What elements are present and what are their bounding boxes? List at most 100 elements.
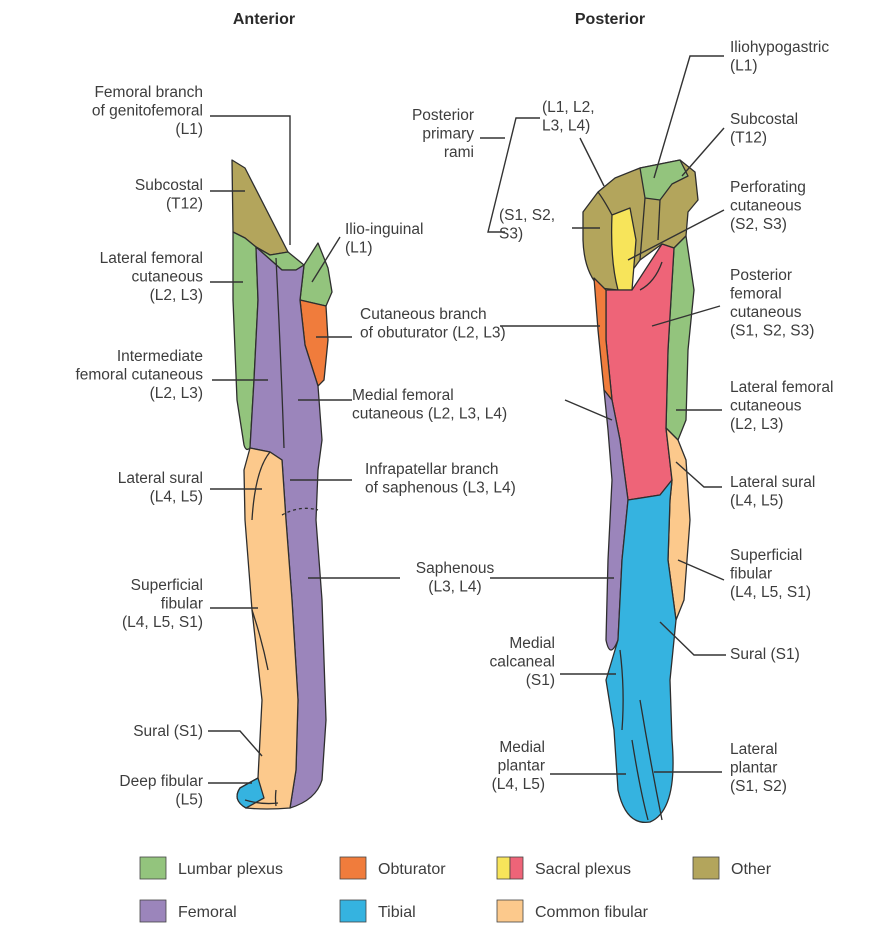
anterior-label-3-line: femoral cutaneous: [75, 367, 203, 384]
posterior-right-label-3-line: cutaneous: [730, 304, 802, 321]
posterior-left-label-4-line: plantar: [498, 758, 545, 775]
legend-swatch-1: [340, 857, 366, 879]
anterior-label-3-line: Intermediate: [117, 348, 203, 365]
center-label-4-line: Saphenous: [416, 560, 495, 577]
anterior-label-1-line: Subcostal: [135, 177, 203, 194]
anterior-label-2: Lateral femoral cutaneous(L2, L3): [100, 250, 204, 304]
posterior-right-label-2-line: cutaneous: [730, 198, 802, 215]
posterior-right-label-4-line: cutaneous: [730, 398, 802, 415]
posterior-right-label-4-line: Lateral femoral: [730, 379, 833, 396]
center-label-2-line: cutaneous (L2, L3, L4): [352, 406, 507, 423]
posterior-right-label-4: Lateral femoral cutaneous(L2, L3): [730, 379, 833, 433]
anterior-label-7-line: (L5): [175, 792, 203, 809]
posterior-right-label-1-line: (T12): [730, 130, 767, 147]
posterior-left-label-3-line: calcaneal: [490, 654, 556, 671]
posterior-right-label-3-line: (S1, S2, S3): [730, 323, 814, 340]
posterior-left-label-1-line: L3, L4): [542, 118, 590, 135]
posterior-right-label-5: Lateral sural (L4, L5): [730, 474, 815, 510]
anterior-label-3: Intermediate femoral cutaneous(L2, L3): [75, 348, 203, 402]
anterior-label-0-line: of genitofemoral: [92, 103, 203, 120]
anterior-label-5-line: Superficial: [131, 577, 203, 594]
posterior-right-label-7: Sural (S1): [730, 646, 800, 663]
posterior-right-labels: Iliohypogastric (L1) Subcostal (T12) Perfora…: [730, 39, 833, 795]
anterior-label-3-line: (L2, L3): [150, 385, 203, 402]
legend-label-3: Other: [731, 861, 772, 878]
posterior-right-label-6-line: fibular: [730, 566, 772, 583]
posterior-right-label-1: Subcostal (T12): [730, 111, 798, 147]
anterior-label-4-line: Lateral sural: [118, 470, 203, 487]
center-label-0-line: (L1): [345, 240, 373, 257]
posterior-left-label-4: Medial plantar(L4, L5): [492, 739, 545, 793]
posterior-right-label-1-line: Subcostal: [730, 111, 798, 128]
center-label-4-line: (L3, L4): [428, 579, 481, 596]
anterior-label-5-line: (L4, L5, S1): [122, 614, 203, 631]
anterior-label-0-line: Femoral branch: [94, 84, 203, 101]
legend: Lumbar plexusObturatorSacral plexusOther…: [140, 857, 772, 922]
center-label-0: Ilio-inguinal(L1): [345, 221, 423, 257]
center-label-3: Infrapatellar branch of saphenous (L3, L4…: [365, 461, 516, 497]
posterior-right-label-7-line: Sural (S1): [730, 646, 800, 663]
center-labels: Ilio-inguinal(L1) Cutaneous branch of obut…: [345, 221, 516, 596]
posterior-left-label-3-line: Medial: [509, 635, 555, 652]
posterior-right-label-8: Lateralplantar(S1, S2): [730, 741, 787, 795]
posterior-right-label-5-line: (L4, L5): [730, 493, 783, 510]
legend-swatch-0: [140, 857, 166, 879]
posterior-title: Posterior: [575, 11, 645, 28]
posterior-right-label-0-line: Iliohypogastric: [730, 39, 829, 56]
legend-label-4: Femoral: [178, 904, 237, 921]
center-label-1: Cutaneous branch of obuturator (L2, L3): [360, 306, 506, 342]
center-label-3-line: Infrapatellar branch: [365, 461, 499, 478]
center-label-1-line: of obuturator (L2, L3): [360, 325, 506, 342]
anterior-label-1: Subcostal(T12): [135, 177, 203, 213]
posterior-right-label-8-line: plantar: [730, 760, 777, 777]
anterior-label-5: Superficial fibular(L4, L5, S1): [122, 577, 203, 631]
posterior-right-label-4-line: (L2, L3): [730, 416, 783, 433]
posterior-right-label-0: Iliohypogastric (L1): [730, 39, 829, 75]
anterior-labels: Femoral branch of genitofemoral(L1) Subcos…: [75, 84, 203, 809]
posterior-left-label-1-line: (L1, L2,: [542, 99, 595, 116]
anterior-label-0-line: (L1): [175, 121, 203, 138]
posterior-leg: [583, 160, 698, 822]
posterior-left-label-2-line: (S1, S2,: [499, 207, 555, 224]
posterior-right-label-2-line: Perforating: [730, 179, 806, 196]
anterior-label-2-line: cutaneous: [131, 269, 203, 286]
posterior-right-label-3-line: Posterior: [730, 267, 792, 284]
posterior-right-label-6-line: (L4, L5, S1): [730, 584, 811, 601]
legend-swatch-3: [693, 857, 719, 879]
posterior-left-label-4-line: (L4, L5): [492, 776, 545, 793]
legend-swatch-2: [497, 857, 510, 879]
posterior-left-label-4-line: Medial: [499, 739, 545, 756]
anterior-label-6-line: Sural (S1): [133, 723, 203, 740]
anterior-label-5-line: fibular: [161, 596, 203, 613]
legend-swatch-5: [340, 900, 366, 922]
anterior-leg: [232, 160, 332, 809]
anterior-label-6: Sural (S1): [133, 723, 203, 740]
anterior-label-4: Lateral sural (L4, L5): [118, 470, 203, 506]
anterior-label-0: Femoral branch of genitofemoral(L1): [92, 84, 203, 138]
legend-label-1: Obturator: [378, 861, 446, 878]
center-label-4: Saphenous (L3, L4): [416, 560, 495, 596]
anterior-label-4-line: (L4, L5): [150, 489, 203, 506]
center-label-1-line: Cutaneous branch: [360, 306, 487, 323]
posterior-right-label-5-line: Lateral sural: [730, 474, 815, 491]
center-label-3-line: of saphenous (L3, L4): [365, 480, 516, 497]
legend-label-6: Common fibular: [535, 904, 649, 921]
posterior-right-label-3-line: femoral: [730, 286, 782, 303]
posterior-right-label-0-line: (L1): [730, 58, 758, 75]
posterior-left-label-0-line: primary: [422, 126, 474, 143]
anterior-label-7: Deep fibular(L5): [119, 773, 203, 809]
anterior-label-2-line: Lateral femoral: [100, 250, 203, 267]
posterior-left-label-2-line: S3): [499, 226, 523, 243]
posterior-left-label-0-line: Posterior: [412, 107, 474, 124]
posterior-right-label-8-line: (S1, S2): [730, 778, 787, 795]
anterior-label-2-line: (L2, L3): [150, 287, 203, 304]
posterior-left-label-3-line: (S1): [526, 672, 555, 689]
anterior-title: Anterior: [233, 11, 295, 28]
posterior-left-label-2: (S1, S2, S3): [499, 207, 555, 243]
legend-swatch-6: [497, 900, 523, 922]
